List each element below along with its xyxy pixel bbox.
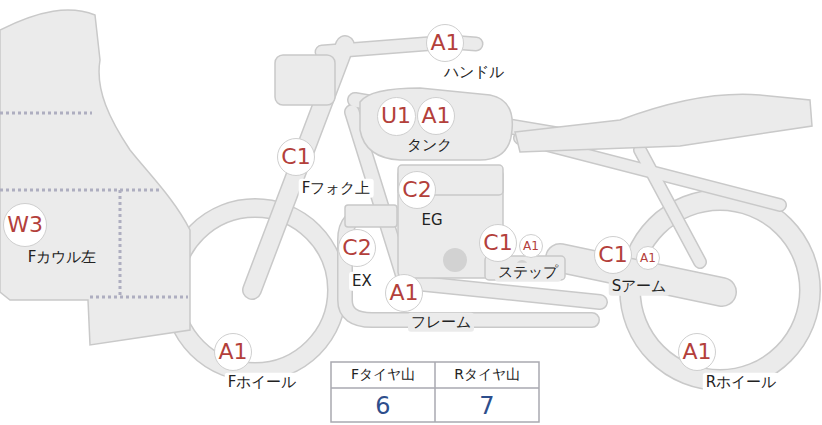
callout-circle: C2 [338, 229, 376, 267]
part-label: フレーム [408, 313, 474, 332]
part-label: EG [418, 211, 445, 230]
part-label: ステップ [495, 263, 561, 282]
callout-code: C1 [483, 232, 512, 254]
part-label: EX [349, 272, 375, 291]
tire-table [331, 362, 539, 422]
callout-circle: A1 [636, 246, 660, 270]
table-value: 7 [476, 392, 497, 420]
callout-code: A1 [421, 105, 450, 127]
callout-code: A1 [218, 341, 247, 363]
bike-part [443, 248, 467, 272]
callout-code: A1 [523, 240, 539, 252]
part-label: ハンドル [441, 63, 507, 82]
callout-code: A1 [682, 341, 711, 363]
callout-circle: A1 [417, 97, 455, 135]
callout-circle: W3 [3, 203, 47, 247]
bike-part [252, 45, 345, 290]
callout-code: C2 [402, 179, 431, 201]
callout-circle: A1 [519, 234, 543, 258]
callout-code: A1 [389, 282, 418, 304]
callout-circle: A1 [385, 274, 423, 312]
callout-code: C1 [281, 146, 310, 168]
callout-code: C1 [598, 244, 627, 266]
bike-body [275, 55, 812, 280]
part-label: Fフォク上 [299, 179, 374, 198]
callout-circle: A1 [214, 333, 252, 371]
bike-part [275, 55, 335, 105]
table-header: Fタイヤ山 [348, 366, 418, 383]
callout-code: A1 [640, 252, 656, 264]
callout-circle: A1 [426, 24, 464, 62]
callout-circle: C1 [479, 224, 517, 262]
part-label: タンク [404, 136, 455, 155]
callout-circle: U1 [377, 97, 416, 136]
callout-circle: A1 [678, 333, 716, 371]
bike-part [434, 362, 436, 422]
bike-part [252, 45, 345, 290]
table-value: 6 [372, 392, 393, 420]
part-label: Fホイール [225, 373, 300, 392]
bike-part [331, 362, 539, 422]
part-label: Rホイール [703, 373, 779, 392]
callout-code: U1 [381, 105, 411, 127]
callout-circle: C2 [398, 171, 436, 209]
part-label: Sアーム [609, 277, 670, 296]
callout-code: A1 [430, 32, 459, 54]
part-label: Fカウル左 [25, 248, 100, 267]
bike-part [0, 113, 188, 298]
callout-code: W3 [7, 214, 43, 236]
callout-circle: C1 [594, 236, 632, 274]
bike-part [515, 94, 812, 152]
frame-outline [252, 42, 780, 320]
callout-code: C2 [342, 237, 371, 259]
frame-tube [252, 42, 780, 320]
bike-part [360, 88, 512, 160]
table-header: Rタイヤ山 [451, 366, 523, 383]
front-cowl [0, 10, 190, 345]
callout-circle: C1 [277, 138, 315, 176]
bike-part [0, 10, 190, 345]
bike-part [345, 205, 397, 227]
